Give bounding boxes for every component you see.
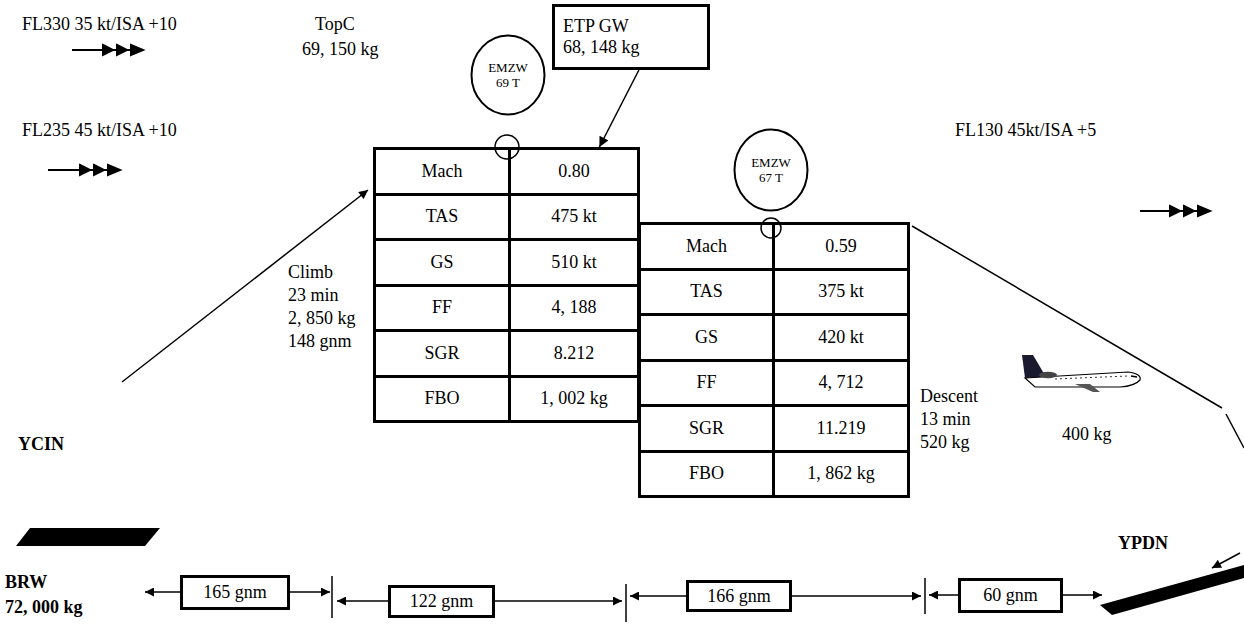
distance-box: 60 gnm (958, 578, 1063, 613)
value-text: 0.59 (825, 236, 857, 257)
table-cell: Mach (376, 150, 508, 193)
parameter-text: FF (432, 297, 452, 318)
table-cell: FBO (641, 453, 772, 496)
table-cell: TAS (641, 271, 772, 314)
cruise-table: Mach 0.80TAS 475 kt GS 510 kt FF 4, 188SGR 8.21… (373, 147, 640, 423)
box-text: 166 gnm (707, 586, 771, 607)
parameter-text: TAS (426, 206, 459, 227)
box-text: 122 gnm (410, 591, 474, 612)
weight-text: EMZW 69 T (481, 60, 535, 90)
weight-circle: EMZW 69 T (470, 34, 546, 116)
airport-code: YPDN (1118, 533, 1168, 554)
box-text: 165 gnm (203, 582, 267, 603)
value-text: 11.219 (817, 418, 866, 439)
value-text: 375 kt (818, 281, 864, 302)
distance-box: 122 gnm (388, 585, 495, 618)
table-cell: 1, 862 kg (775, 453, 907, 496)
parameter-text: SGR (424, 343, 459, 364)
weight-label: 69, 150 kg (302, 39, 379, 60)
wind-label: FL130 45kt/ISA +5 (955, 120, 1096, 141)
parameter-text: FBO (424, 388, 459, 409)
value-text: 8.212 (554, 343, 595, 364)
wind-label: FL330 35 kt/ISA +10 (22, 14, 177, 35)
parameter-text: Mach (686, 236, 727, 257)
approach-arrow (1212, 553, 1240, 568)
parameter-text: GS (430, 252, 453, 273)
table-cell: 0.80 (511, 150, 637, 193)
point-marker (761, 218, 781, 238)
brake-release-label: BRW (5, 572, 47, 593)
brake-release-weight: 72, 000 kg (5, 597, 83, 618)
runway (1100, 565, 1244, 615)
wind-arrow (1140, 206, 1210, 216)
weight-text: EMZW 67 T (744, 155, 798, 185)
aircraft-symbol (1022, 355, 1140, 392)
circle-shape (735, 130, 808, 211)
table-cell: 11.219 (775, 407, 907, 450)
table-cell: FBO (376, 378, 508, 421)
box-text: 68, 148 kg (563, 37, 640, 58)
table-cell: FF (641, 362, 772, 405)
waypoint-label: TopC (315, 14, 355, 35)
parameter-text: FF (696, 372, 716, 393)
descent-path (1226, 414, 1244, 448)
parameter-text: GS (695, 327, 718, 348)
table-cell: TAS (376, 196, 508, 239)
box-text: ETP GW (563, 16, 629, 37)
airport-code: YCIN (18, 434, 64, 455)
runway (16, 528, 160, 546)
table-cell: 375 kt (775, 271, 907, 314)
climb-note: 2, 850 kg (288, 308, 356, 329)
descent-note: Descent (920, 386, 978, 407)
table-cell: 4, 188 (511, 287, 637, 330)
point-marker (495, 135, 519, 159)
table-cell: GS (641, 316, 772, 359)
table-cell: 1, 002 kg (511, 378, 637, 421)
circle-shape (472, 36, 545, 115)
parameter-text: TAS (690, 281, 723, 302)
table-cell: 8.212 (511, 332, 637, 375)
value-text: 1, 862 kg (807, 463, 875, 484)
table-cell: SGR (641, 407, 772, 450)
distance-box: 165 gnm (180, 575, 290, 610)
cruise-table: Mach 0.59TAS 375 kt GS 420 kt FF 4, 712SGR 11.2… (638, 222, 910, 498)
climb-note: 148 gnm (288, 331, 352, 352)
value-text: 4, 712 (819, 372, 864, 393)
parameter-text: SGR (689, 418, 724, 439)
descent-note: 13 min (920, 409, 971, 430)
table-cell: GS (376, 241, 508, 284)
value-text: 1, 002 kg (540, 388, 608, 409)
table-cell: 420 kt (775, 316, 907, 359)
value-text: 510 kt (551, 252, 597, 273)
fuel-note: 400 kg (1062, 424, 1112, 445)
value-text: 420 kt (818, 327, 864, 348)
descent-note: 520 kg (920, 432, 970, 453)
parameter-text: Mach (422, 161, 463, 182)
value-text: 0.80 (558, 161, 590, 182)
table-cell: 0.59 (775, 225, 907, 268)
box-text: 60 gnm (983, 585, 1038, 606)
parameter-text: FBO (689, 463, 724, 484)
table-cell: SGR (376, 332, 508, 375)
climb-note: Climb (288, 262, 333, 283)
descent-path (912, 226, 1222, 408)
table-cell: Mach (641, 225, 772, 268)
distance-box: 166 gnm (686, 580, 792, 612)
distance-scale (145, 576, 1102, 622)
weight-circle: EMZW 67 T (733, 128, 809, 212)
etp-box: ETP GW68, 148 kg (552, 4, 710, 70)
table-cell: FF (376, 287, 508, 330)
table-cell: 4, 712 (775, 362, 907, 405)
wind-arrow (72, 45, 143, 55)
climb-path (122, 190, 368, 382)
wind-arrow (48, 165, 120, 175)
table-cell: 510 kt (511, 241, 637, 284)
climb-note: 23 min (288, 285, 339, 306)
value-text: 475 kt (551, 206, 597, 227)
pointer-arrow (599, 70, 639, 147)
value-text: 4, 188 (552, 297, 597, 318)
table-cell: 475 kt (511, 196, 637, 239)
wind-label: FL235 45 kt/ISA +10 (22, 120, 177, 141)
